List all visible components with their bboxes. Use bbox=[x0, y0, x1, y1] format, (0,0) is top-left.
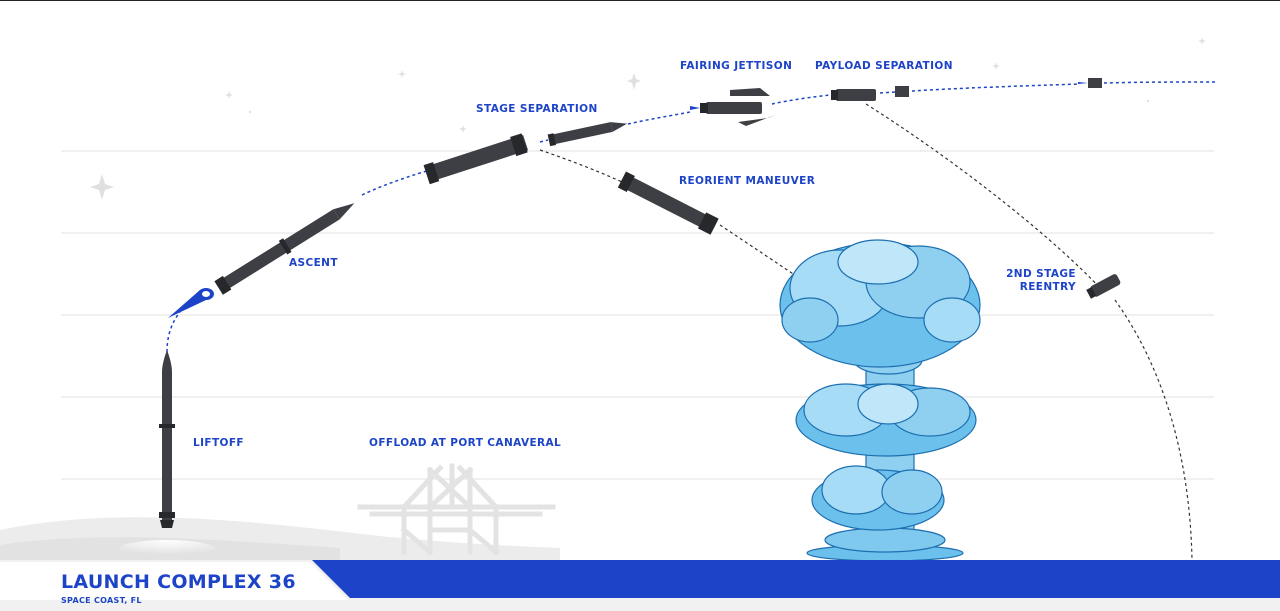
trajectory-path bbox=[166, 81, 1217, 561]
fairing-icon bbox=[690, 88, 778, 126]
rocket-icon bbox=[159, 350, 175, 528]
crane-icon bbox=[357, 463, 556, 556]
booster-icon bbox=[423, 133, 529, 185]
label-2nd-stage-line1: 2ND STAGE bbox=[1006, 268, 1076, 280]
sparkle-icon bbox=[90, 37, 1206, 200]
booster-icon bbox=[617, 171, 719, 235]
rocket-icon bbox=[214, 203, 355, 295]
label-2nd-stage-line2: REENTRY bbox=[1019, 281, 1076, 293]
payload-icon bbox=[831, 78, 1102, 101]
rocket-icon bbox=[547, 122, 628, 147]
label-2nd-stage-reentry: 2ND STAGE REENTRY bbox=[1000, 268, 1076, 294]
background-gridlines bbox=[61, 150, 1214, 480]
rocket-icon bbox=[1086, 274, 1121, 299]
label-fairing-jettison: FAIRING JETTISON bbox=[680, 60, 793, 72]
label-reorient-maneuver: REORIENT MANEUVER bbox=[679, 175, 816, 187]
footer-title: LAUNCH COMPLEX 36 bbox=[61, 571, 296, 593]
label-payload-separation: PAYLOAD SEPARATION bbox=[815, 60, 953, 72]
footer-subtitle: SPACE COAST, FL bbox=[61, 596, 142, 605]
label-ascent: ASCENT bbox=[289, 257, 338, 269]
engine-flame-icon bbox=[168, 288, 214, 318]
label-offload: OFFLOAD AT PORT CANAVERAL bbox=[369, 437, 562, 449]
label-liftoff: LIFTOFF bbox=[193, 437, 245, 449]
label-stage-separation: STAGE SEPARATION bbox=[476, 103, 598, 115]
mushroom-cloud-icon bbox=[779, 239, 981, 562]
footer-banner bbox=[0, 530, 1280, 611]
